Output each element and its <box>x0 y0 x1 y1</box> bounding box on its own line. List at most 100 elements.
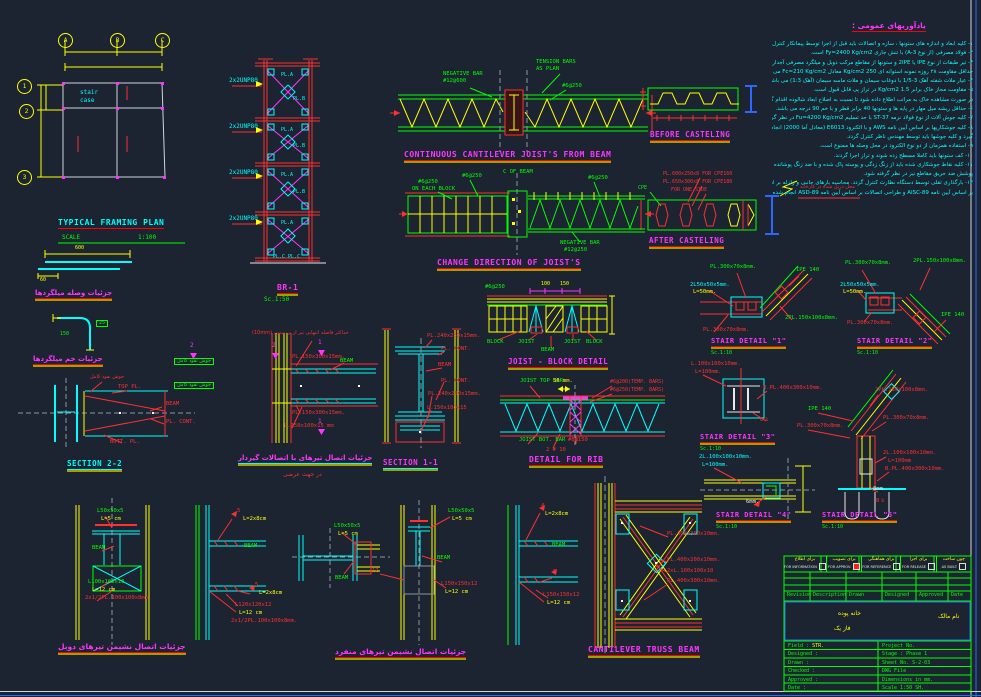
grid-bubble-3: 3 <box>17 170 32 185</box>
stair4-drawing <box>700 458 815 520</box>
beam-label: BEAM <box>437 555 451 561</box>
framing-plan-drawing <box>37 40 185 244</box>
rigid-connection-title: جزئیات اتصال تیرهای با اتصالات گیردار <box>238 454 373 464</box>
weld-note: جوش نفوذ کامل <box>90 374 125 380</box>
note-line: ۱۱- کلیه نقاط جوشکاری شده باید از زنگ زد… <box>772 161 973 168</box>
approval-checkbox[interactable] <box>927 563 935 571</box>
angle-label: L50x50x5 <box>97 508 124 514</box>
note-line: ۱۲- بارگذاری ثقلی توسط دستگاه نظارت کنتر… <box>772 180 973 187</box>
rib-drawing <box>500 385 665 449</box>
section-marker: 1 <box>318 418 322 425</box>
weld-size: 4 <box>541 503 545 509</box>
plate-label: PL.300x70x8mm. <box>845 260 892 266</box>
after-casteling-title: AFTER CASTELING <box>649 236 725 247</box>
note-line: ۷- کلیه جوش آلات از نوع فولاد نرمه ST-37… <box>772 115 973 122</box>
angle-label: L150x150x12 <box>441 581 478 587</box>
owner-name: نام مالک <box>938 613 960 620</box>
note-line: ۱- کلیه ابعاد و اندازه های ستونها ، سازه… <box>772 41 973 47</box>
note-line: ۴- عیار ملات شفته آهک 3-1/5 با دوغاب سیم… <box>772 78 973 85</box>
angle-length: L=5 cm <box>338 531 358 537</box>
neg-bar-label: NEGATIVE BAR <box>443 71 483 77</box>
double-seat-title: جزئیات اتصال نشیمن تیرهای دوبل <box>58 642 186 653</box>
joist-block-title: JOIST - BLOCK DETAIL <box>508 357 609 368</box>
beam-label: BEAM <box>335 575 349 581</box>
block-label: BLOCK <box>487 339 504 345</box>
stair-note: stair <box>80 89 99 96</box>
br1-title: BR-1 <box>277 283 299 294</box>
approval-fa: برای اجرا <box>909 557 928 562</box>
weld-size: 12 <box>372 568 379 574</box>
stair4-title: STAIR DETAIL "4" <box>716 511 792 521</box>
plate-label: PL.150x300x15mm. <box>292 410 345 416</box>
stair2-title: STAIR DETAIL "2" <box>857 337 933 347</box>
approval-en: FOR APPROV. <box>827 565 852 570</box>
beam-label: BEAM <box>244 543 258 549</box>
grid-bubble-a: A <box>58 33 73 48</box>
stair3-drawing <box>702 368 768 424</box>
approval-fa: برای هماهنگی <box>868 557 895 562</box>
scale-label: SCALE <box>62 234 81 241</box>
plate-label: PL. CONT. <box>441 346 471 352</box>
angle-label: 2L.100x100x10mm. <box>699 454 752 460</box>
bar-label: #8@150 <box>568 437 588 443</box>
plate-label: B.PL.400x300x10mm. <box>885 466 945 472</box>
rev-header: Description <box>813 592 847 598</box>
approval-en: FOR REFERENCE <box>862 565 892 570</box>
plate-label: PL.600x250x8 FOR CPE160 <box>663 171 733 177</box>
plate-label: PL.C PL.C <box>273 254 301 260</box>
plate-label: PL.240x250x15mm. <box>427 333 480 339</box>
stair5-scale: Sc.1:10 <box>822 524 844 530</box>
plate-label: PL.400x300x10mm. <box>667 531 720 537</box>
gap-note: حداکثر فاصله انتهایی تیر از بر ستون (10m… <box>252 330 349 336</box>
angle-length: L=100mm. <box>702 462 729 468</box>
grid-bubble-b: B <box>110 33 125 48</box>
factory-drill-stamp: محل دریل شده در کارخانه <box>800 184 855 190</box>
approval-checkbox[interactable] <box>893 563 901 571</box>
angle-length: L=12 cm <box>239 610 263 616</box>
approval-cell: برای هماهنگی FOR REFERENCE <box>862 556 902 572</box>
brace-label: 2x2UNP80 <box>229 77 258 84</box>
bar-label: 2 # 10 <box>546 447 566 453</box>
plate-label: 2PL.150x100x8mm. <box>875 387 928 393</box>
angle-label: L.100x100x10mm. <box>691 361 741 367</box>
note-line: ۹- استفاده همزمان از دو نوع الکترود در م… <box>819 143 973 150</box>
plate-label: B.PL.400x300x10mm. <box>763 385 823 391</box>
approval-checkbox-checked[interactable] <box>853 563 861 571</box>
cantilever-joist-drawing <box>390 70 656 152</box>
cantilever-truss-title: CANTILEVER TRUSS BEAM <box>588 645 700 656</box>
tension-bar-label: TENSION BARS <box>536 59 576 65</box>
section11-drawing <box>382 328 461 448</box>
angle-label: L.150x100x15 mm <box>284 423 334 429</box>
plate-label: PL.A <box>281 72 294 78</box>
note-line: گیرد و کلیه جوشها باید توسط مهندس ناظر ک… <box>846 133 973 140</box>
plate-label: PL. CONT. <box>441 378 471 384</box>
grid-label: A <box>63 36 68 44</box>
plate-label: PL.150x300x15mm. <box>292 354 345 360</box>
bar-label: #6@250 <box>588 175 608 181</box>
project-row: Sheet No. S-2-03 <box>882 659 931 666</box>
rev-header: Revision <box>787 592 812 598</box>
dim-label: 25 <box>96 320 109 327</box>
beam-label: BEAM <box>166 401 180 407</box>
bar-label: #6@250(TEMP. BARS) <box>610 387 665 393</box>
cantilever-truss-drawing <box>594 476 702 656</box>
plate-label: PL. CONT. <box>166 419 196 425</box>
note-line: ۸- کلیه جوشکاریها بر اساس آیین نامه AWS … <box>772 124 973 131</box>
joist-label: JOIST <box>518 339 535 345</box>
grid-label: 1 <box>22 82 27 90</box>
plate-label: TOP PL. <box>118 384 142 390</box>
weld-length: L=2x8cm <box>259 590 283 596</box>
plate-label: PL.A <box>281 127 294 133</box>
dim-label: 600 <box>75 245 85 251</box>
phase-name: فاز یک <box>834 625 851 632</box>
approval-checkbox[interactable] <box>818 563 826 571</box>
weld-length: L=2x8cm <box>545 511 569 517</box>
approval-checkbox[interactable] <box>959 563 966 571</box>
brace-label: 2x2UNP80 <box>229 215 258 222</box>
grid-bubble-1: 1 <box>17 79 32 94</box>
angle-length: L=12 cm <box>547 600 571 606</box>
weld-size: 6mm. <box>746 499 760 505</box>
angle-label: L150x150x12 <box>543 592 580 598</box>
